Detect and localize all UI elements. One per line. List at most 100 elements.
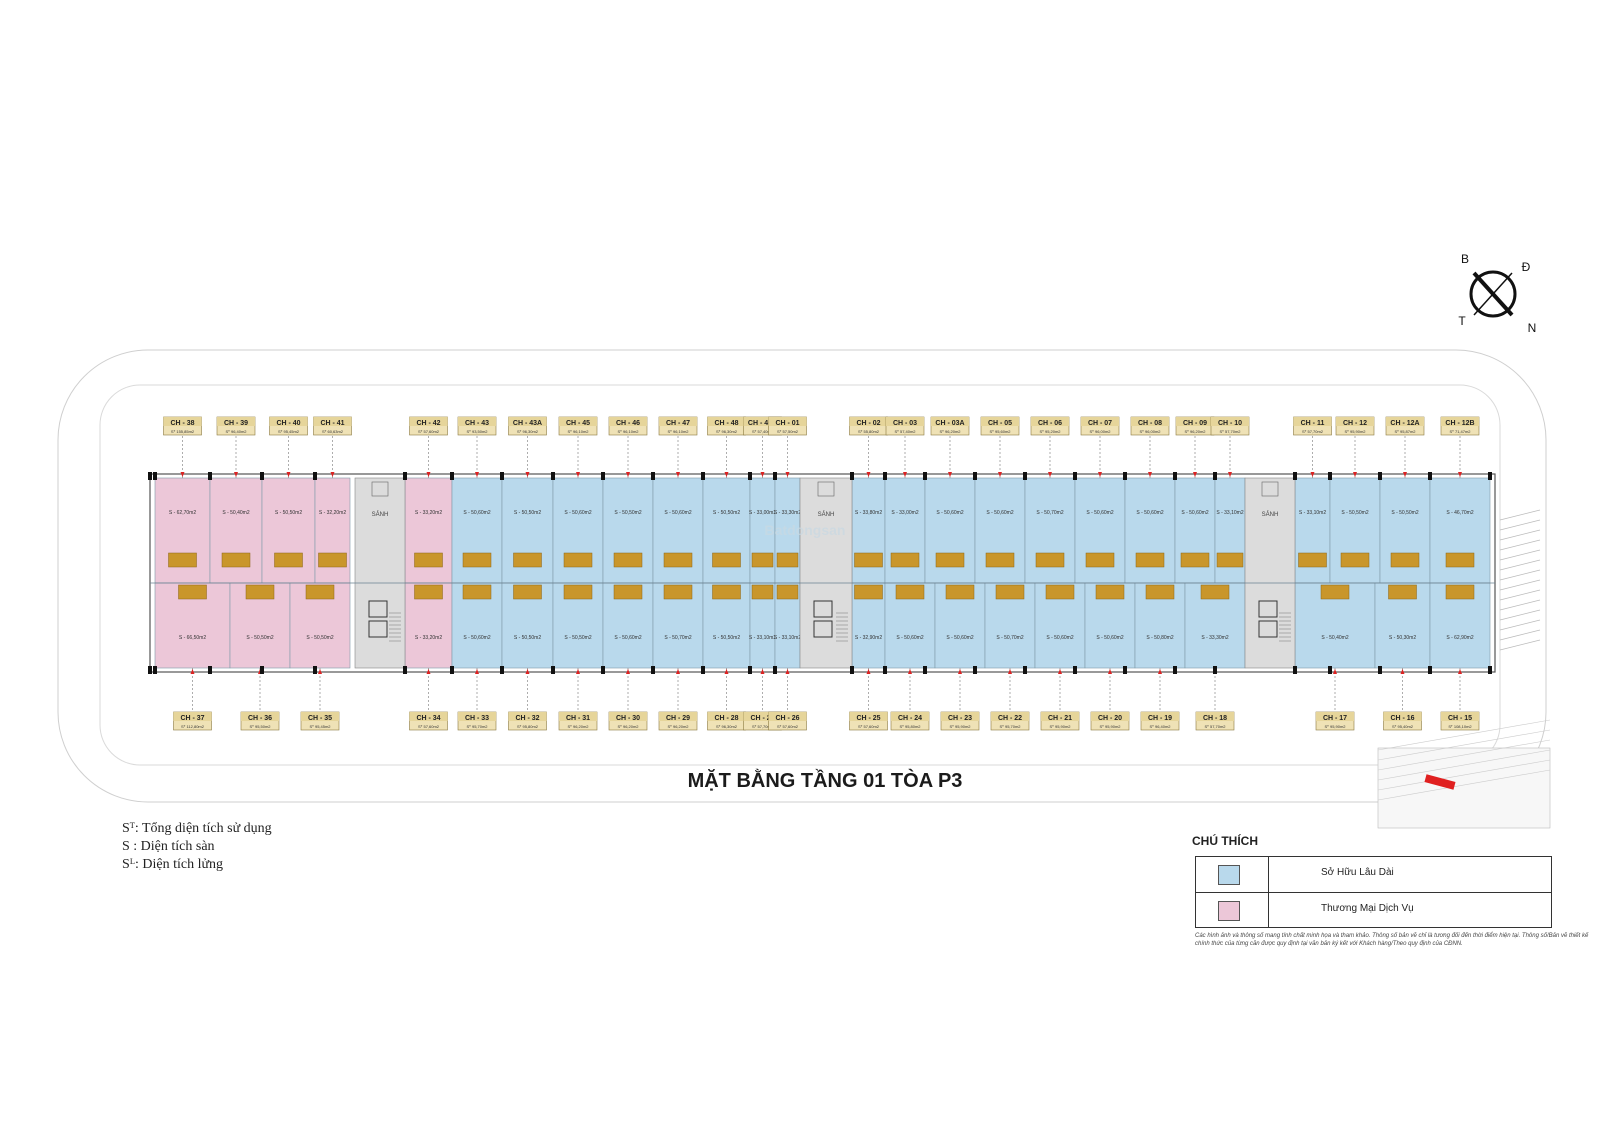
unit-id: CH - 11: [1301, 420, 1325, 427]
entry-arrow: [180, 472, 185, 477]
mezzanine-block: [776, 552, 799, 568]
mezzanine-block: [1200, 584, 1230, 600]
unit-total-area: Sᵀ 96,30m2: [716, 429, 738, 434]
ramp-stripe: [1499, 509, 1541, 521]
mezzanine-block: [663, 584, 693, 600]
unit-floor-area: S - 50,60m2: [946, 635, 973, 641]
structural-column: [500, 472, 504, 480]
mezzanine-block: [1045, 584, 1075, 600]
mezzanine-block: [1340, 552, 1370, 568]
unit-total-area: Sᵀ 57,70m2: [1302, 429, 1324, 434]
unit-total-area: Sᵀ 60,63m2: [322, 429, 344, 434]
structural-column: [883, 666, 887, 674]
unit-floor-area: S - 33,30m2: [1201, 635, 1228, 641]
door: [371, 481, 389, 497]
entry-arrow: [958, 669, 962, 674]
unit-label-header: [458, 417, 496, 426]
structural-column: [601, 666, 605, 674]
mezzanine-block: [1298, 552, 1327, 568]
unit-label-header: [269, 417, 308, 426]
unit-id: CH - 38: [170, 420, 194, 427]
unit-total-area: Sᵀ 95,90m2: [1099, 724, 1121, 729]
unit-id: CH - 12A: [1390, 420, 1419, 427]
ramp-stripe: [1499, 639, 1541, 651]
unit-label-header: [849, 712, 888, 721]
mezzanine-block: [1095, 584, 1125, 600]
structural-column: [260, 666, 264, 674]
structural-column: [403, 472, 407, 480]
unit-id: CH - 16: [1390, 715, 1414, 722]
mezzanine-block: [563, 552, 593, 568]
lobby-area: [799, 477, 853, 669]
structural-column: [1073, 666, 1077, 674]
legend-label-commercial: Thương Mại Dịch Vụ: [1321, 903, 1414, 914]
entry-arrow: [724, 669, 729, 674]
mezzanine-block: [168, 552, 197, 568]
unit-floor-area: S - 50,50m2: [1391, 510, 1418, 516]
unit-id: CH - 31: [566, 715, 590, 722]
unit-id: CH - 05: [988, 420, 1012, 427]
legend-item-owned: Sở Hữu Lâu Dài: [1196, 857, 1551, 892]
unit-floor-area: S - 33,00m2: [749, 510, 776, 516]
mezzanine-block: [995, 584, 1025, 600]
unit-id: CH - 09: [1183, 420, 1207, 427]
compass-west: T: [1458, 314, 1466, 328]
entry-arrow: [760, 472, 765, 477]
structural-column: [313, 666, 317, 674]
structural-column: [403, 666, 407, 674]
compass-east: Đ: [1522, 260, 1531, 274]
structural-column: [1293, 666, 1297, 674]
unit-label-header: [458, 712, 496, 721]
lobby-label: SẢNH: [818, 511, 835, 518]
unit-label-header: [991, 712, 1029, 721]
mezzanine-block: [854, 584, 883, 600]
structural-column: [748, 472, 752, 480]
structural-column: [551, 472, 555, 480]
ramp-stripe: [1499, 539, 1541, 551]
entry-arrow: [286, 472, 291, 477]
entry-arrow: [475, 472, 479, 477]
mezzanine-block: [854, 552, 883, 568]
unit-floor-area: S - 50,50m2: [564, 635, 591, 641]
disclaimer-note: Các hình ảnh và thông số mang tính chất …: [1195, 933, 1589, 947]
structural-column: [701, 666, 705, 674]
structural-column: [973, 666, 977, 674]
unit-total-area: Sᵀ 95,90m2: [1324, 724, 1346, 729]
compass-circle: [1469, 270, 1517, 318]
unit-floor-area: S - 33,10m2: [774, 635, 801, 641]
unit-total-area: Sᵀ 57,70m2: [1204, 724, 1226, 729]
structural-column: [1488, 666, 1492, 674]
unit-label-header: [1031, 417, 1069, 426]
unit-id: CH - 40: [276, 420, 300, 427]
unit-label-header: [508, 712, 547, 721]
unit-label-header: [609, 417, 647, 426]
entry-arrow: [576, 669, 580, 674]
structural-column: [450, 666, 454, 674]
compass-south: N: [1528, 321, 1537, 335]
entry-arrow: [908, 669, 912, 674]
legend-swatch-owned: [1218, 865, 1240, 885]
key-map-road: [1377, 769, 1551, 801]
unit-label-header: [1293, 417, 1332, 426]
mezzanine-block: [274, 552, 303, 568]
unit-floor-area: S - 33,10m2: [749, 635, 776, 641]
structural-column: [1023, 666, 1027, 674]
unit-id: CH - 19: [1148, 715, 1172, 722]
unit-label-header: [1441, 417, 1479, 426]
entry-arrow: [1058, 669, 1062, 674]
unit-id: CH - 10: [1218, 420, 1242, 427]
entry-arrow: [1228, 472, 1232, 477]
mezzanine-block: [1216, 552, 1244, 568]
unit-label-header: [217, 417, 255, 426]
structural-column: [748, 666, 752, 674]
unit-id: CH - 17: [1323, 715, 1347, 722]
